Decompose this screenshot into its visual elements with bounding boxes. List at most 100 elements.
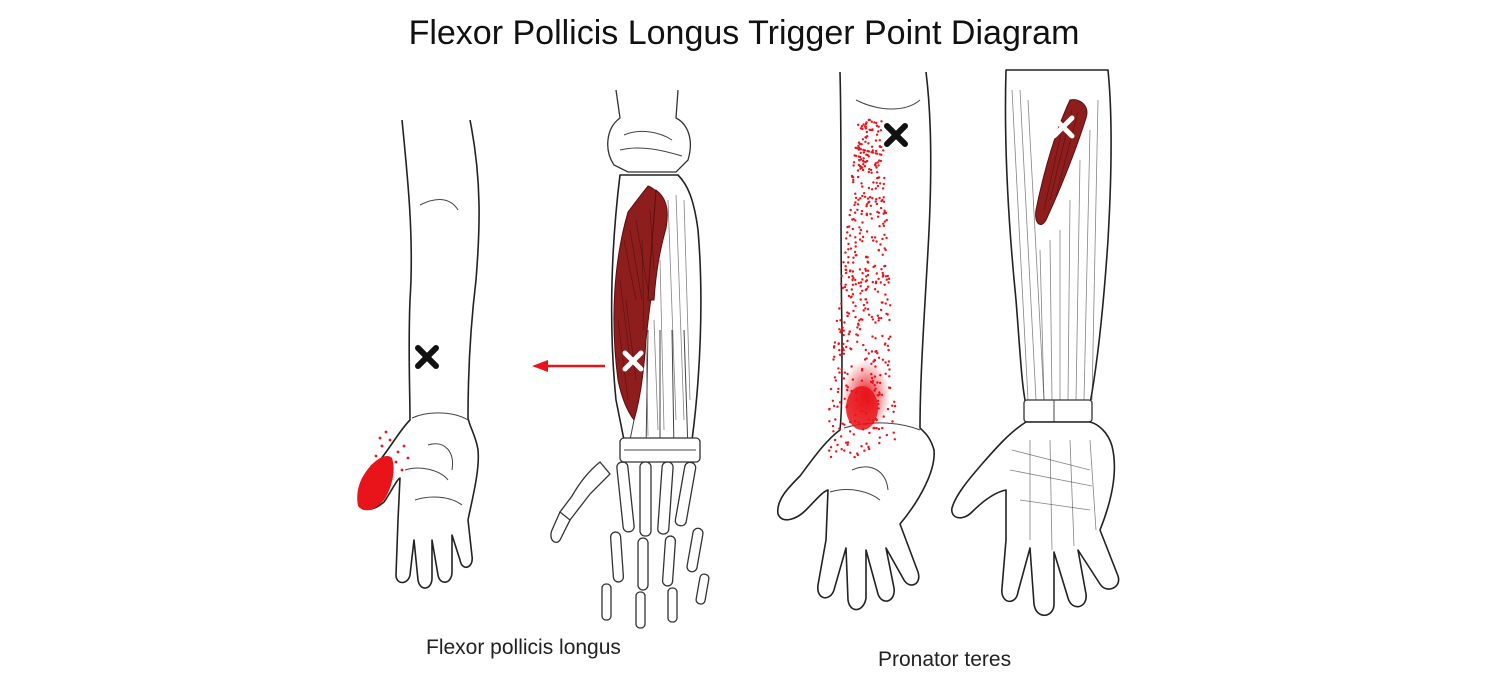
pain-dot — [865, 130, 868, 134]
pain-dot — [879, 206, 883, 210]
pain-dot — [844, 265, 847, 268]
pain-dot — [863, 449, 866, 452]
pain-dot — [861, 159, 865, 162]
pain-dot — [871, 128, 874, 131]
pain-dot — [864, 125, 867, 128]
pain-dot — [859, 197, 862, 200]
pain-dot — [829, 446, 833, 449]
pain-dot — [858, 159, 861, 162]
pain-dot — [861, 194, 864, 198]
pain-dot — [862, 343, 865, 347]
pain-dot — [889, 304, 892, 307]
pain-dot — [861, 221, 864, 224]
pain-dot — [851, 293, 855, 296]
pain-dot — [884, 361, 887, 364]
pain-dot — [856, 169, 860, 172]
pain-dot — [876, 171, 879, 174]
pain-dot — [829, 455, 833, 459]
pain-dot — [842, 352, 845, 355]
pain-dot — [865, 412, 868, 415]
pain-dot — [849, 296, 852, 299]
pain-dot — [868, 200, 871, 203]
pain-dot — [881, 271, 884, 275]
pain-dot — [893, 404, 897, 408]
pain-dot — [851, 227, 855, 231]
pain-dot — [871, 335, 874, 338]
pain-dot — [845, 237, 848, 240]
pain-dot — [887, 348, 890, 352]
pain-dot — [846, 311, 849, 314]
pain-dot — [879, 129, 883, 132]
pain-dot — [845, 289, 848, 292]
pain-dot — [870, 315, 874, 319]
pain-dot — [860, 379, 864, 382]
pain-dot — [849, 269, 852, 272]
pain-dot — [847, 242, 850, 246]
pain-dot — [867, 150, 871, 153]
pain-dot — [869, 168, 873, 172]
pain-dot — [864, 140, 867, 143]
pain-dot — [873, 236, 877, 239]
pain-dot — [877, 407, 880, 410]
pain-dot — [866, 256, 869, 259]
pain-dot — [880, 316, 883, 320]
pain-dot — [885, 236, 888, 240]
pain-dot — [873, 426, 876, 430]
pain-dot — [859, 155, 862, 159]
pain-dot — [874, 149, 878, 153]
pain-dot — [867, 401, 870, 404]
pain-dot — [876, 290, 880, 293]
pain-dot — [878, 391, 881, 394]
pain-dot — [857, 148, 861, 151]
pain-dot — [873, 163, 877, 166]
pain-dot — [875, 121, 878, 125]
pain-dot — [877, 130, 880, 133]
pain-dot — [851, 283, 855, 286]
pain-dot — [882, 222, 885, 225]
pain-dot — [874, 418, 878, 421]
pain-dot — [853, 250, 857, 254]
fpl-pain-arm — [357, 119, 480, 589]
finger-bones — [601, 461, 710, 629]
pt-pain-arm — [777, 71, 935, 611]
pain-dot — [870, 171, 873, 174]
pain-dot — [854, 278, 857, 282]
pain-dot — [854, 241, 857, 244]
pain-dot — [881, 334, 884, 338]
pain-dot — [886, 344, 890, 347]
pain-dot — [864, 136, 867, 139]
pain-dot — [861, 278, 864, 281]
pain-dot — [845, 345, 848, 349]
pain-dot — [864, 307, 867, 310]
pain-dot — [866, 197, 870, 200]
pain-dot — [871, 149, 874, 152]
pain-dot — [846, 231, 849, 234]
pain-dot — [841, 286, 844, 290]
pain-dot — [865, 205, 868, 208]
pain-dot — [838, 353, 842, 356]
pain-dot — [850, 175, 854, 178]
pain-dot — [860, 143, 863, 146]
pain-dot — [857, 146, 861, 149]
pain-dot — [837, 387, 840, 390]
pain-dot — [833, 438, 837, 442]
pain-dot — [867, 186, 871, 190]
pain-dot — [865, 275, 868, 278]
pain-dot — [878, 393, 881, 396]
pain-dot — [832, 358, 835, 361]
pain-dot — [884, 302, 887, 305]
pain-dot — [864, 394, 868, 397]
pain-dot — [852, 433, 855, 436]
pain-dot — [840, 274, 843, 278]
pain-dot — [859, 165, 863, 168]
pain-dot — [868, 168, 871, 171]
pain-dot — [870, 145, 874, 148]
pain-dot — [847, 256, 850, 259]
pain-dot — [868, 431, 871, 435]
pain-dot — [846, 386, 849, 389]
pain-dot — [855, 147, 859, 150]
pain-dot — [868, 195, 872, 199]
pain-dot — [884, 372, 887, 375]
pain-dot — [856, 326, 859, 329]
pain-dot — [871, 419, 874, 422]
